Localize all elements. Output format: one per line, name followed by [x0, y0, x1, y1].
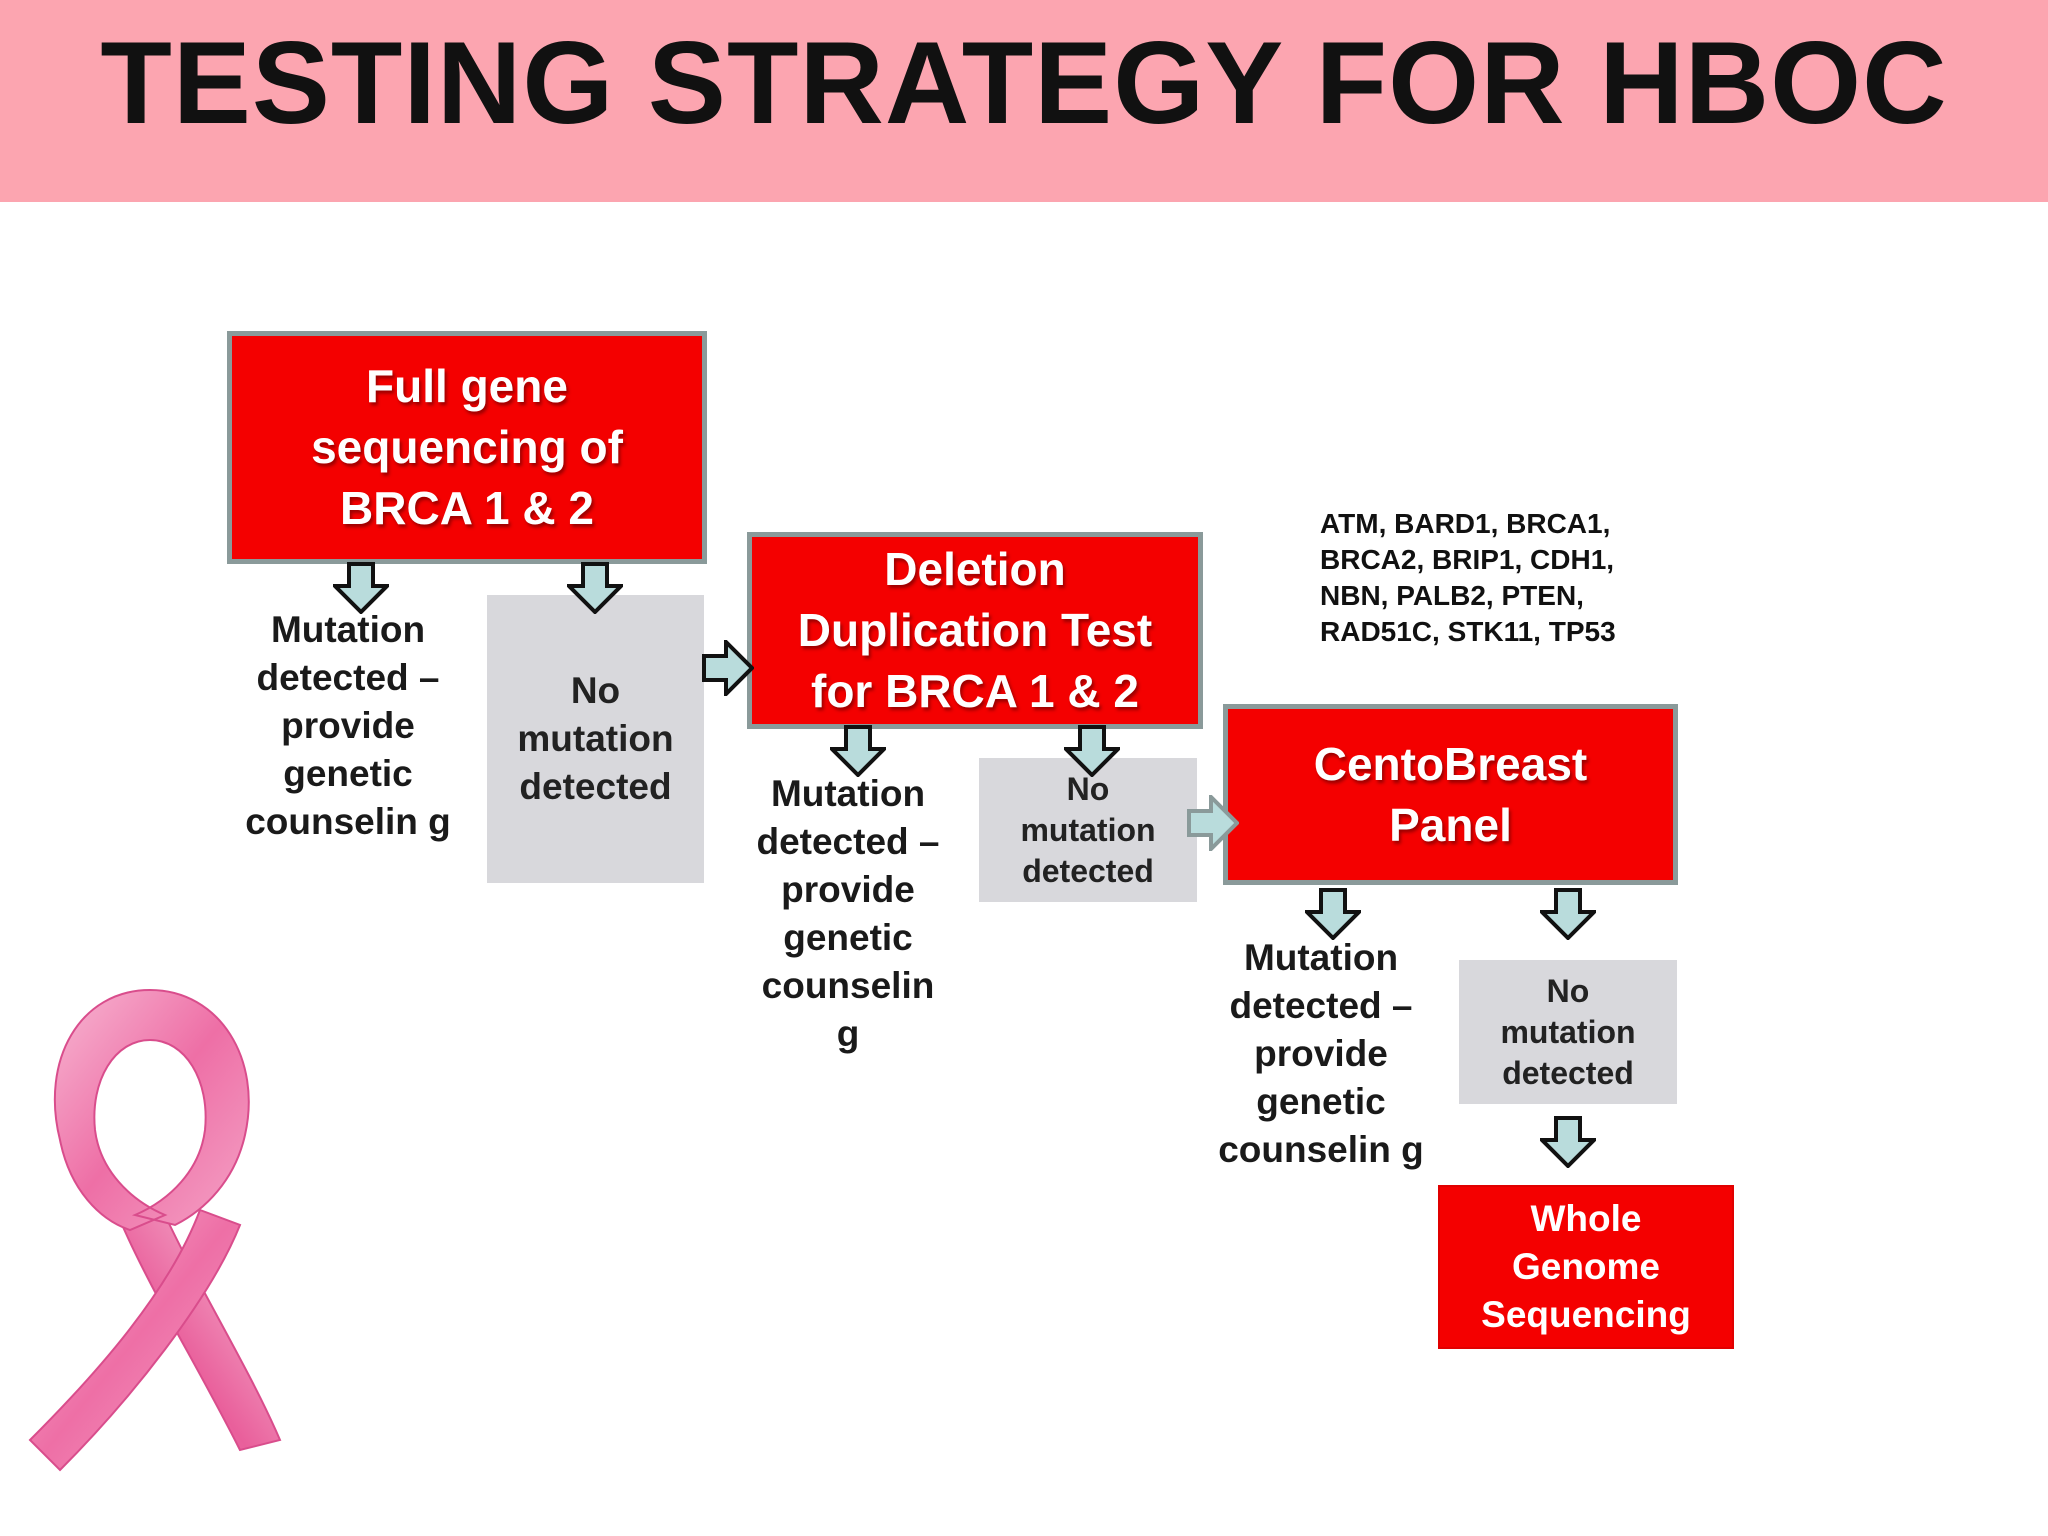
- arrow-down-icon: [567, 562, 623, 614]
- mutation-detected-text-2: Mutation detected – provide genetic coun…: [756, 773, 940, 1054]
- arrow-right-icon: [1187, 795, 1239, 851]
- centobreast-panel-box: CentoBreast Panel: [1223, 704, 1678, 885]
- deletion-duplication-label: Deletion Duplication Test for BRCA 1 & 2: [797, 543, 1153, 717]
- no-mutation-box-2: No mutation detected: [979, 758, 1197, 902]
- deletion-duplication-box: Deletion Duplication Test for BRCA 1 & 2: [747, 532, 1203, 729]
- no-mutation-box-1: No mutation detected: [487, 595, 704, 883]
- whole-genome-sequencing-label: Whole Genome Sequencing: [1481, 1198, 1691, 1335]
- no-mutation-box-3: No mutation detected: [1459, 960, 1677, 1104]
- arrow-down-icon: [1540, 888, 1596, 940]
- full-gene-sequencing-label: Full gene sequencing of BRCA 1 & 2: [311, 360, 623, 534]
- centobreast-panel-label: CentoBreast Panel: [1313, 737, 1588, 851]
- arrow-right-icon: [702, 640, 754, 696]
- arrow-down-icon: [1540, 1116, 1596, 1168]
- full-gene-sequencing-box: Full gene sequencing of BRCA 1 & 2: [227, 331, 707, 564]
- page-title: TESTING STRATEGY FOR HBOC: [100, 17, 1948, 148]
- panel-gene-list: ATM, BARD1, BRCA1, BRCA2, BRIP1, CDH1, N…: [1320, 508, 1616, 647]
- arrow-down-icon: [333, 562, 389, 614]
- arrow-down-icon: [830, 725, 886, 777]
- title-banner: TESTING STRATEGY FOR HBOC: [0, 0, 2048, 202]
- arrow-down-icon: [1305, 888, 1361, 940]
- no-mutation-label-3: No mutation detected: [1500, 972, 1636, 1091]
- no-mutation-label-2: No mutation detected: [1020, 770, 1156, 889]
- mutation-detected-text-1: Mutation detected – provide genetic coun…: [245, 609, 451, 842]
- no-mutation-label-1: No mutation detected: [517, 670, 674, 807]
- awareness-ribbon-icon: [28, 988, 282, 1472]
- whole-genome-sequencing-box: Whole Genome Sequencing: [1438, 1185, 1734, 1349]
- arrow-down-icon: [1064, 725, 1120, 777]
- mutation-detected-text-3: Mutation detected – provide genetic coun…: [1218, 937, 1424, 1170]
